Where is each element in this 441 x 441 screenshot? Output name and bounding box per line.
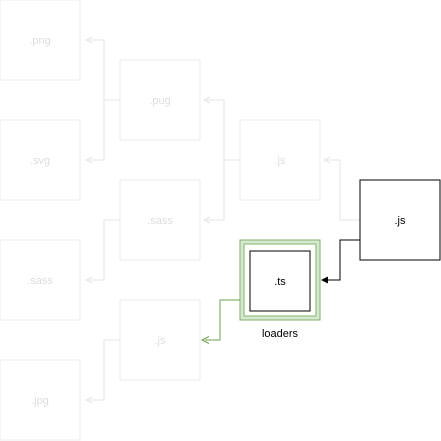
node-png: .png [0, 0, 81, 81]
node-svg-label: .svg [30, 155, 50, 167]
node-png-label: .png [29, 35, 50, 47]
edge-main-to-loaders-arrowhead [321, 276, 328, 284]
node-jpg-label: .jpg [31, 395, 49, 407]
edge-sass-to-sass2-arrowhead [84, 276, 93, 284]
node-js-low-label: .js [155, 335, 167, 347]
edge-jslow-to-jpg-arrowhead [84, 396, 93, 404]
edge-js-to-pug [206, 99, 240, 161]
node-js-faded: .js [239, 119, 321, 201]
edge-sass-to-sass2 [88, 219, 120, 281]
node-jpg: .jpg [0, 359, 81, 441]
node-js-main-box [359, 179, 441, 261]
node-js-main: .js [359, 179, 441, 261]
node-sass-1-label: .sass [147, 215, 173, 227]
edge-loaders-to-js-low [200, 299, 240, 344]
edge-main-to-loaders-line [326, 239, 360, 281]
edge-main-to-loaders [321, 239, 360, 284]
edge-js-to-sass-arrowhead [202, 216, 211, 224]
node-svg-box [0, 119, 81, 201]
node-pug-box [119, 59, 201, 141]
node-js-low-box [119, 299, 201, 381]
node-js-faded-label: .js [275, 155, 287, 167]
node-sass-2-label: .sass [27, 275, 53, 287]
edge-pug-to-png-arrowhead [84, 36, 93, 44]
loaders-label: loaders [262, 328, 299, 340]
node-png-box [0, 0, 81, 81]
node-sass-2: .sass [0, 239, 81, 321]
edge-jslow-to-jpg [88, 339, 120, 401]
edge-js-to-sass [206, 159, 240, 221]
edge-loaders-to-js-low-line [205, 299, 240, 341]
edge-main-to-faded-js [326, 159, 360, 221]
node-pug-label: .pug [149, 95, 170, 107]
node-ts-label: .ts [274, 276, 286, 288]
node-pug: .pug [119, 59, 201, 141]
node-svg: .svg [0, 119, 81, 201]
edge-loaders-to-js-low-arrowhead [200, 336, 210, 344]
node-sass-2-box [0, 239, 81, 321]
edge-main-to-faded-js-arrowhead [322, 156, 331, 164]
node-sass-1: .sass [119, 179, 201, 261]
edge-pug-to-svg-arrowhead [84, 156, 93, 164]
node-ts: .ts [249, 250, 311, 312]
node-js-faded-box [239, 119, 321, 201]
edge-pug-to-png [88, 39, 120, 101]
node-sass-1-box [119, 179, 201, 261]
faded-edges [84, 36, 360, 404]
node-js-low: .js [119, 299, 201, 381]
edge-pug-to-svg [88, 99, 120, 161]
edge-js-to-pug-arrowhead [202, 96, 211, 104]
node-ts-box [249, 250, 311, 312]
node-js-main-label: .js [395, 215, 407, 227]
node-jpg-box [0, 359, 81, 441]
